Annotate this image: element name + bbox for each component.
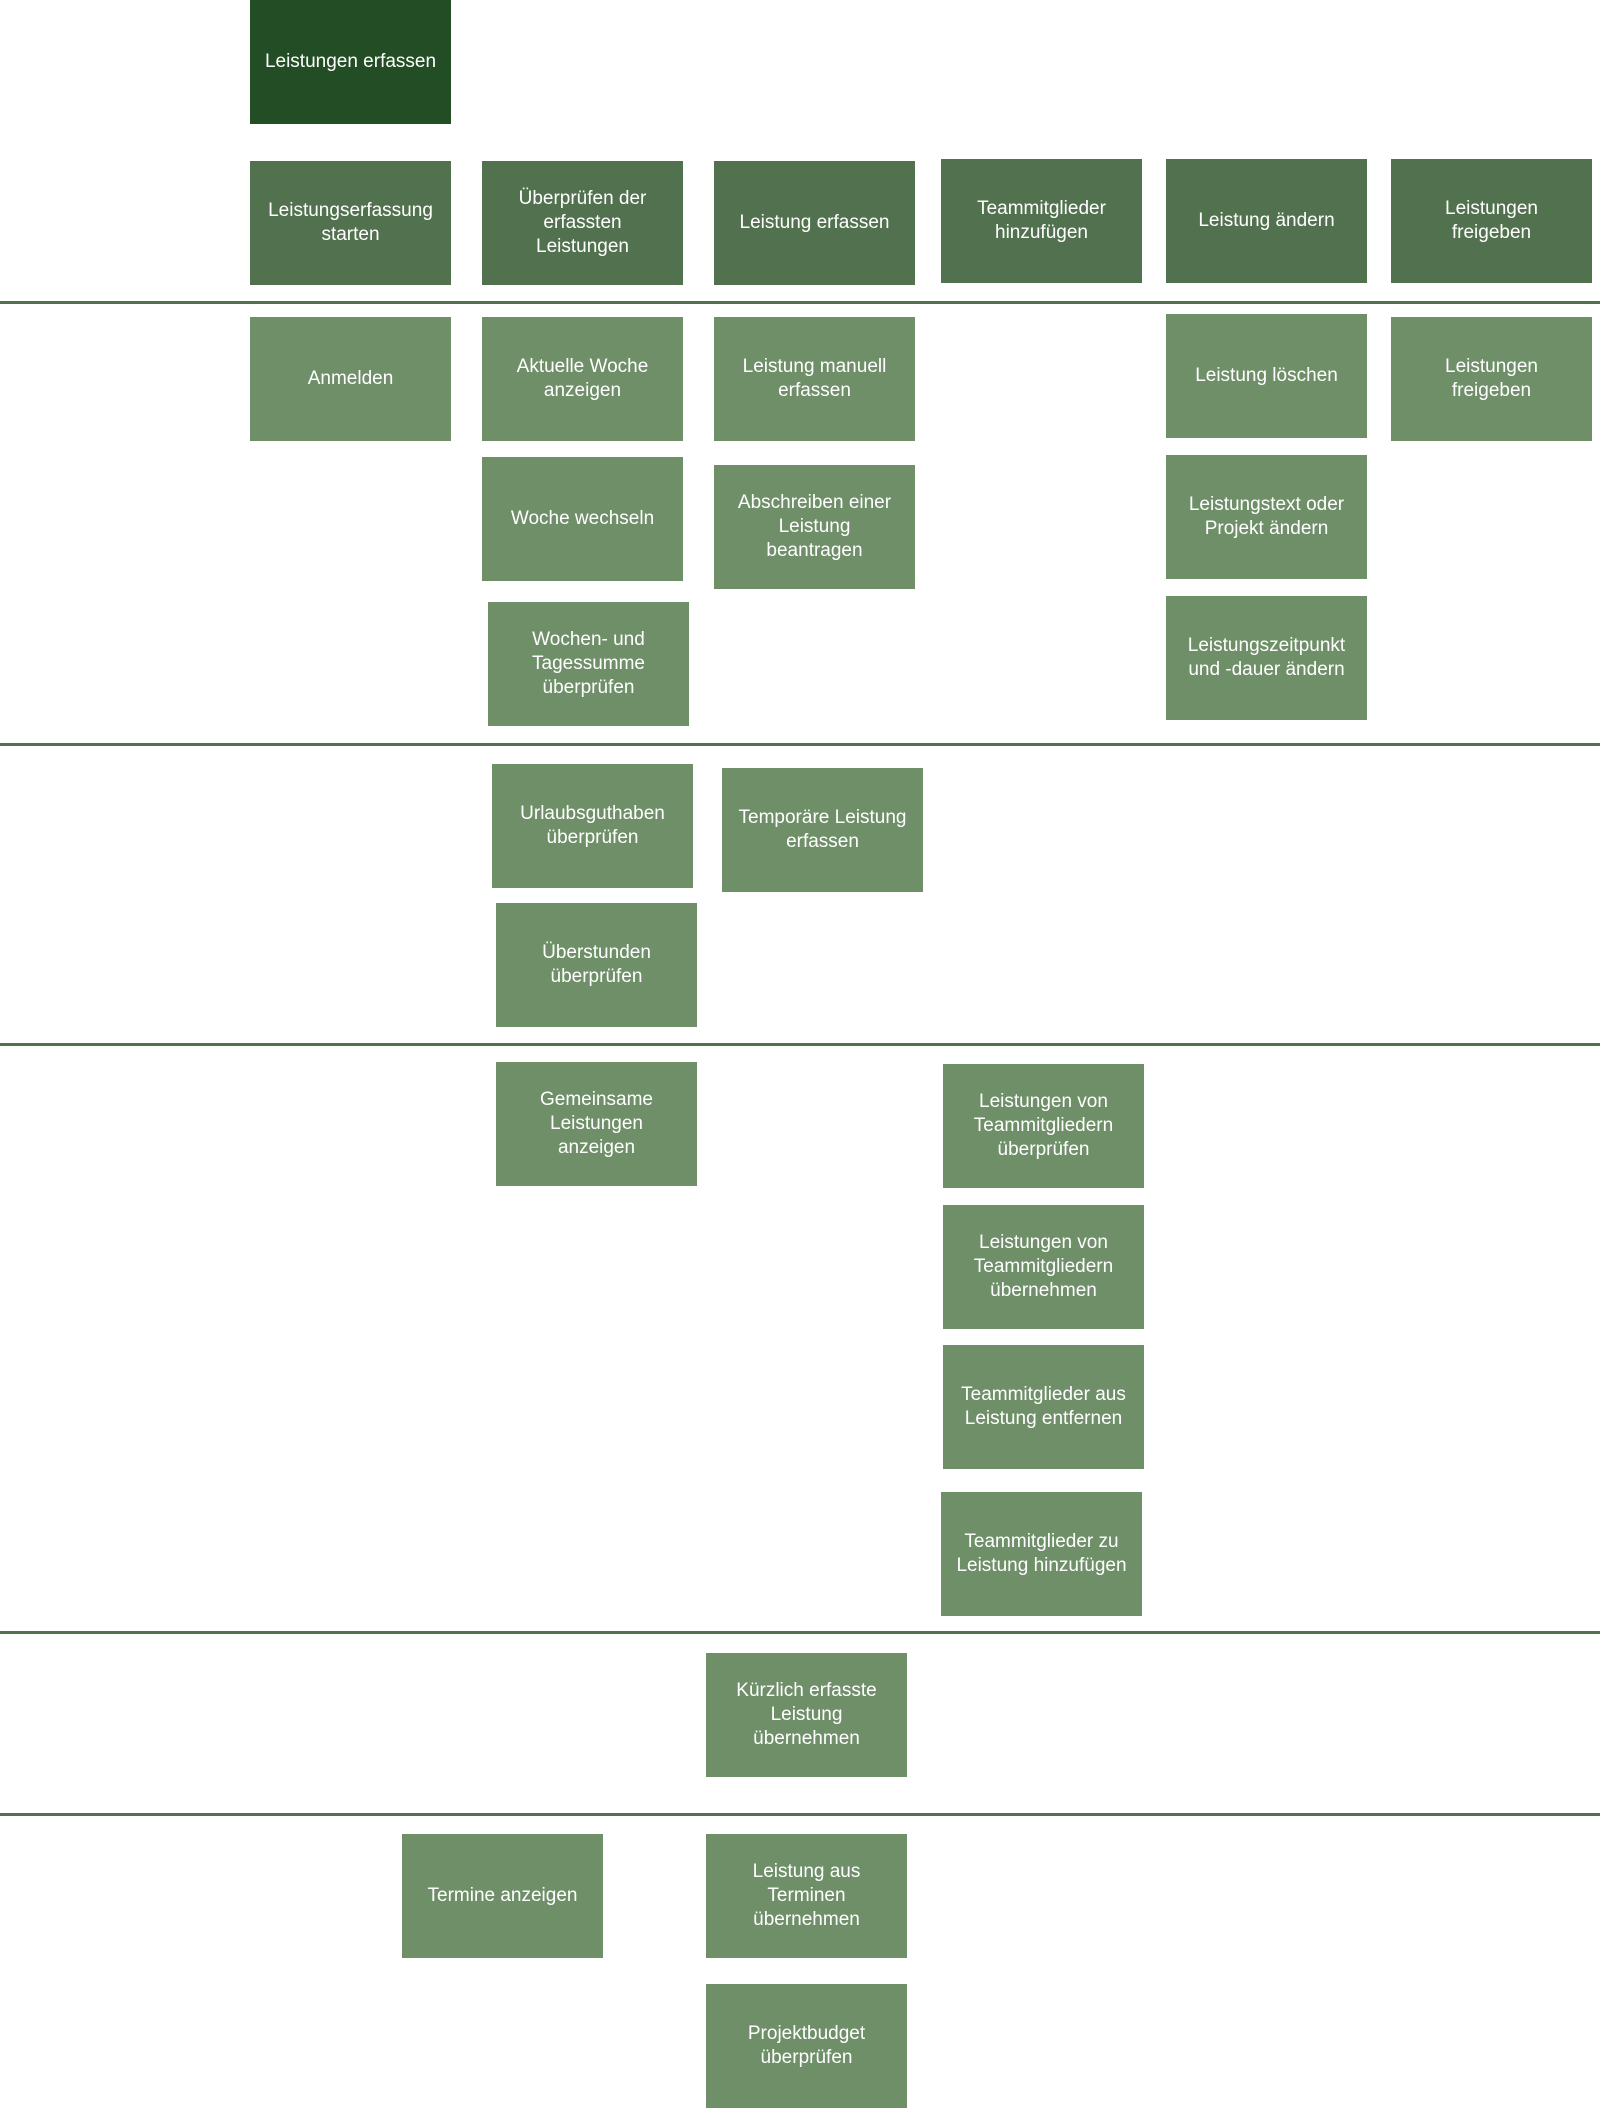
activity-card-leistung-aendern[interactable]: Leistung ändern [1166, 159, 1367, 283]
story-card-woche-wechseln[interactable]: Woche wechseln [482, 457, 683, 581]
story-card-leistungszeitpunkt-aendern[interactable]: Leistungszeitpunkt und -dauer ändern [1166, 596, 1367, 720]
activity-card-teammitglieder-hinzufuegen[interactable]: Teammitglieder hinzufügen [941, 159, 1142, 283]
story-card-abschreiben-beantragen[interactable]: Abschreiben einer Leistung beantragen [714, 465, 915, 589]
story-card-aktuelle-woche-anzeigen[interactable]: Aktuelle Woche anzeigen [482, 317, 683, 441]
story-card-leistung-loeschen[interactable]: Leistung löschen [1166, 314, 1367, 438]
release-divider-4 [0, 1631, 1600, 1634]
story-card-teammitglieder-entfernen[interactable]: Teammitglieder aus Leistung entfernen [943, 1345, 1144, 1469]
story-card-termine-anzeigen[interactable]: Termine anzeigen [402, 1834, 603, 1958]
release-divider-5 [0, 1813, 1600, 1816]
story-card-gemeinsame-leistungen[interactable]: Gemeinsame Leistungen anzeigen [496, 1062, 697, 1186]
story-card-leistungen-freigeben[interactable]: Leistungen freigeben [1391, 317, 1592, 441]
activity-card-leistungserfassung-starten[interactable]: Leistungserfassung starten [250, 161, 451, 285]
story-card-teammitglieder-uebernehmen[interactable]: Leistungen von Teammitgliedern übernehme… [943, 1205, 1144, 1329]
story-card-leistung-manuell-erfassen[interactable]: Leistung manuell erfassen [714, 317, 915, 441]
story-card-kuerzlich-erfasste[interactable]: Kürzlich erfasste Leistung übernehmen [706, 1653, 907, 1777]
story-card-teammitglieder-ueberpruefen[interactable]: Leistungen von Teammitgliedern überprüfe… [943, 1064, 1144, 1188]
story-card-leistungstext-aendern[interactable]: Leistungstext oder Projekt ändern [1166, 455, 1367, 579]
activity-card-leistungen-freigeben[interactable]: Leistungen freigeben [1391, 159, 1592, 283]
story-card-projektbudget[interactable]: Projektbudget überprüfen [706, 1984, 907, 2108]
epic-card-leistungen-erfassen[interactable]: Leistungen erfassen [250, 0, 451, 124]
story-card-anmelden[interactable]: Anmelden [250, 317, 451, 441]
activity-card-ueberpruefen[interactable]: Überprüfen der erfassten Leistungen [482, 161, 683, 285]
story-card-wochen-tagessumme[interactable]: Wochen- und Tagessumme überprüfen [488, 602, 689, 726]
release-divider-3 [0, 1043, 1600, 1046]
activity-card-leistung-erfassen[interactable]: Leistung erfassen [714, 161, 915, 285]
story-card-urlaubsguthaben[interactable]: Urlaubsguthaben überprüfen [492, 764, 693, 888]
release-divider-2 [0, 743, 1600, 746]
story-card-leistung-aus-terminen[interactable]: Leistung aus Terminen übernehmen [706, 1834, 907, 1958]
story-card-temporaere-leistung[interactable]: Temporäre Leistung erfassen [722, 768, 923, 892]
release-divider-1 [0, 301, 1600, 304]
story-card-ueberstunden[interactable]: Überstunden überprüfen [496, 903, 697, 1027]
story-card-teammitglieder-zu-leistung[interactable]: Teammitglieder zu Leistung hinzufügen [941, 1492, 1142, 1616]
